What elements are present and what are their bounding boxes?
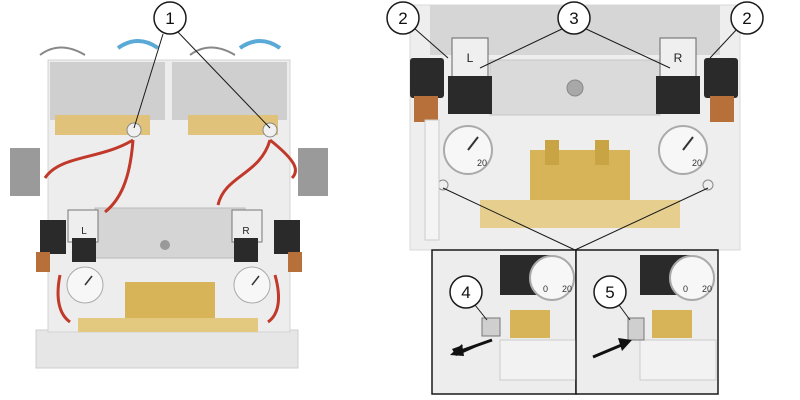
detail-solenoid-right: R (656, 37, 738, 122)
red-tube-right (269, 138, 297, 180)
callout-3-number: 3 (569, 9, 578, 28)
detail-gauge-right-scale: 20 (692, 158, 702, 168)
callout-2-right-circle (730, 1, 764, 35)
inset-5-gauge-zero: 0 (683, 284, 688, 294)
callout-3-leader-b (583, 27, 671, 69)
blue-tube-left (116, 39, 160, 50)
wire-loop-left (39, 46, 86, 56)
detail-top-machine: L R 20 20 (409, 4, 741, 251)
side-bracket-left (10, 148, 40, 196)
detail-valve-letter-left: L (467, 51, 474, 65)
valve-letter-right: R (242, 226, 249, 237)
side-bracket-right (298, 148, 328, 196)
callout-3-group: 3 (479, 1, 671, 69)
callout-2-left-circle (386, 1, 420, 35)
callout-1-leader-b (175, 29, 271, 129)
inset-leader-left (442, 187, 576, 251)
callout-1-circle (153, 1, 187, 35)
detail-center-bolt (566, 79, 584, 97)
center-plate-bolt (160, 240, 170, 250)
inset-4-fitting (481, 317, 501, 337)
detail-gauge-left-scale: 20 (477, 158, 487, 168)
brass-manifold-lower (125, 282, 215, 322)
inset-4-gauge-scale: 20 (562, 284, 572, 294)
inset-5-gauge-scale: 20 (702, 284, 712, 294)
inset-5-gauge (669, 255, 715, 301)
detail-fitting-right (702, 179, 714, 191)
inset-5-fitting (627, 317, 645, 341)
callout-3-leader-a (479, 27, 565, 69)
red-tube-lower-left (56, 274, 71, 324)
brass-block-top-left (55, 115, 150, 135)
inset-5: 0 20 5 (575, 249, 719, 395)
inset-5-arrow (618, 338, 632, 351)
brass-block-top-right (188, 115, 278, 135)
detail-solenoid-left: L (410, 37, 492, 122)
fitting-left (126, 122, 142, 138)
valve-letter-left: L (81, 226, 87, 237)
callout-4-number: 4 (461, 283, 470, 302)
callout-2-left-number: 2 (398, 9, 407, 28)
red-tube-lower-right (267, 274, 280, 324)
callout-2-left-group: 2 (386, 1, 449, 59)
solenoid-valve-left: L (36, 209, 99, 272)
wire-loop-right (189, 46, 236, 56)
callout-5-number: 5 (605, 283, 614, 302)
callout-2-right-leader (709, 27, 739, 59)
detail-side-pipe (424, 119, 440, 241)
callout-5-circle (593, 275, 627, 309)
fitting-right (262, 122, 278, 138)
red-tube-right-2 (216, 139, 272, 206)
red-tube-left-2 (104, 139, 135, 214)
callout-4-circle (449, 275, 483, 309)
callout-1-number: 1 (165, 9, 174, 28)
callout-3-circle (557, 1, 591, 35)
inset-leader-right (574, 187, 709, 251)
group-head-right (172, 62, 287, 120)
callout-2-left-leader (413, 27, 449, 59)
solenoid-valve-right: R (231, 209, 302, 272)
overview-machine: L R (10, 39, 328, 369)
group-head-left (50, 62, 165, 120)
machine-base (35, 329, 299, 369)
inset-4: 0 20 4 (431, 249, 577, 395)
callout-1-group: 1 (133, 1, 271, 129)
center-plate (94, 207, 246, 259)
callout-2-right-group: 2 (709, 1, 764, 59)
detail-valve-letter-right: R (674, 51, 683, 65)
inset-4-gauge (529, 255, 575, 301)
red-tube-left (43, 138, 134, 179)
blue-tube-right (238, 39, 282, 50)
callout-1-leader-a (133, 33, 164, 129)
callout-2-right-number: 2 (742, 9, 751, 28)
inset-4-gauge-zero: 0 (543, 284, 548, 294)
